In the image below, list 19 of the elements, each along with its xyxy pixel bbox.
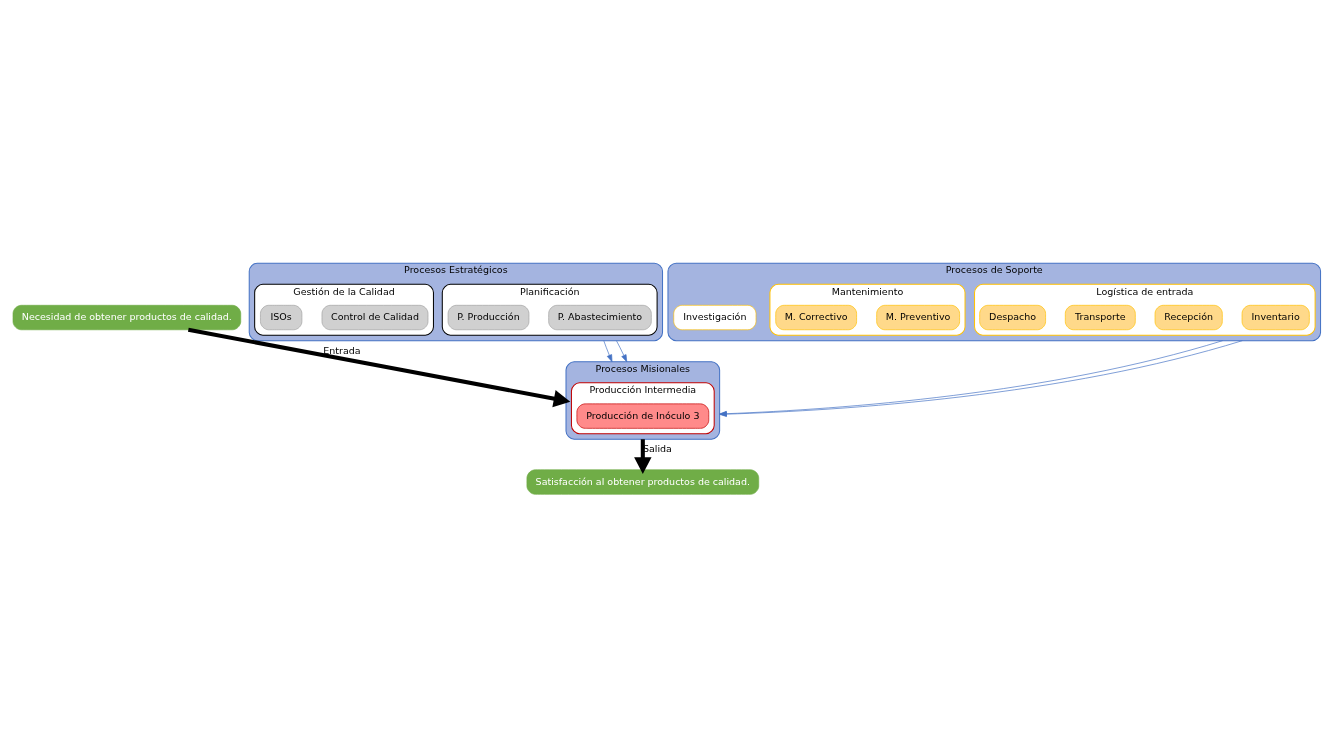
arrow (187, 327, 571, 407)
node-box: Inventario (1241, 304, 1310, 330)
node-box: Recepción (1154, 304, 1223, 330)
node-box: P. Producción (447, 304, 530, 330)
node-box: Investigación (673, 304, 757, 330)
arrow (634, 438, 652, 474)
node-box: M. Correctivo (775, 304, 857, 330)
node-box: Producción de Inóculo 3 (576, 403, 710, 429)
node-box: Control de Calidad (321, 304, 429, 330)
node-box: ISOs (260, 304, 303, 330)
node-box: Transporte (1064, 304, 1136, 330)
node-box: P. Abastecimiento (548, 304, 652, 330)
arrow (616, 339, 628, 362)
node-box: M. Preventivo (876, 304, 960, 330)
arrow (603, 339, 613, 362)
node-box: Necesidad de obtener productos de calidad. (12, 304, 242, 330)
node-box: Despacho (979, 304, 1046, 330)
edge-label: Entrada (323, 344, 361, 356)
node-box: Satisfacción al obtener productos de calidad. (526, 468, 760, 495)
